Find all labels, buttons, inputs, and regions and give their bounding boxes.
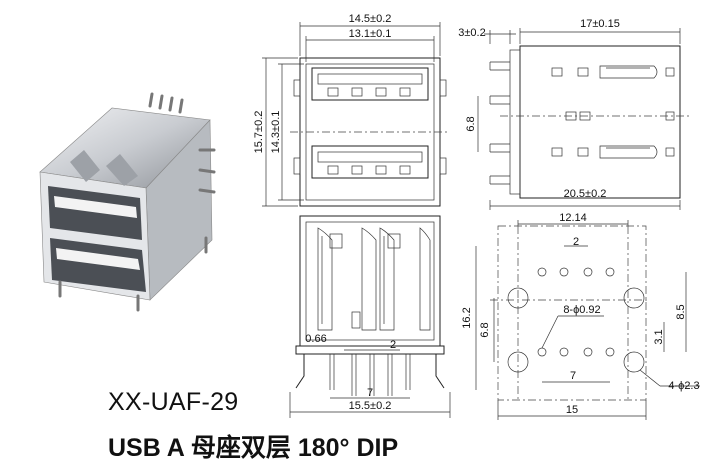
dim-side-offset: 3±0.2 [458, 27, 485, 39]
dim-pcb-row-offset: 6.8 [479, 322, 491, 337]
pcb-footprint: 12.14 2 16.2 6.8 8-ϕ0.92 8.5 3.1 7 4-ϕ2.… [461, 212, 700, 420]
dim-bottom-pin-span: 7 [367, 387, 373, 399]
dim-pcb-pitch: 2 [573, 236, 579, 248]
front-view: 14.5±0.2 13.1±0.1 15.7±0.2 14.3±0.1 [253, 13, 450, 207]
dim-side-center: 6.8 [465, 116, 477, 131]
dim-pcb-pin-holes: 8-ϕ0.92 [563, 304, 600, 316]
dim-front-width-outer: 14.5±0.2 [349, 13, 392, 25]
dim-pcb-right-small: 3.1 [653, 329, 665, 344]
dim-bottom-width: 15.5±0.2 [349, 400, 392, 412]
dim-pcb-total-width: 15 [566, 404, 578, 416]
dim-front-height-outer: 15.7±0.2 [253, 111, 265, 154]
dim-bottom-pitch-small: 0.66 [305, 333, 326, 345]
dim-side-depth: 17±0.15 [580, 18, 620, 30]
product-photo [39, 92, 216, 312]
dim-front-height-inner: 14.3±0.1 [270, 111, 282, 154]
dim-bottom-pitch: 2 [390, 339, 396, 351]
bottom-shell [299, 215, 441, 347]
dim-front-width-inner: 13.1±0.1 [349, 28, 392, 40]
pcb-outline [497, 225, 647, 401]
dim-pcb-mount-holes: 4-ϕ2.3 [668, 380, 699, 392]
dim-side-length: 20.5±0.2 [564, 188, 607, 200]
dim-pcb-right-height: 8.5 [675, 304, 687, 319]
dim-pcb-width: 12.14 [559, 212, 587, 224]
front-port-upper [311, 67, 429, 101]
bottom-view: 0.66 2 7 15.5±0.2 [289, 215, 451, 418]
dim-pcb-height: 16.2 [461, 307, 473, 328]
model-number: XX-UAF-29 [108, 388, 239, 416]
side-view: 3±0.2 17±0.15 6.8 20.5±0.2 [458, 18, 690, 210]
front-port-lower [311, 145, 429, 179]
dim-pcb-pin-span: 7 [570, 370, 576, 382]
product-description: USB A 母座双层 180° DIP [108, 434, 399, 462]
